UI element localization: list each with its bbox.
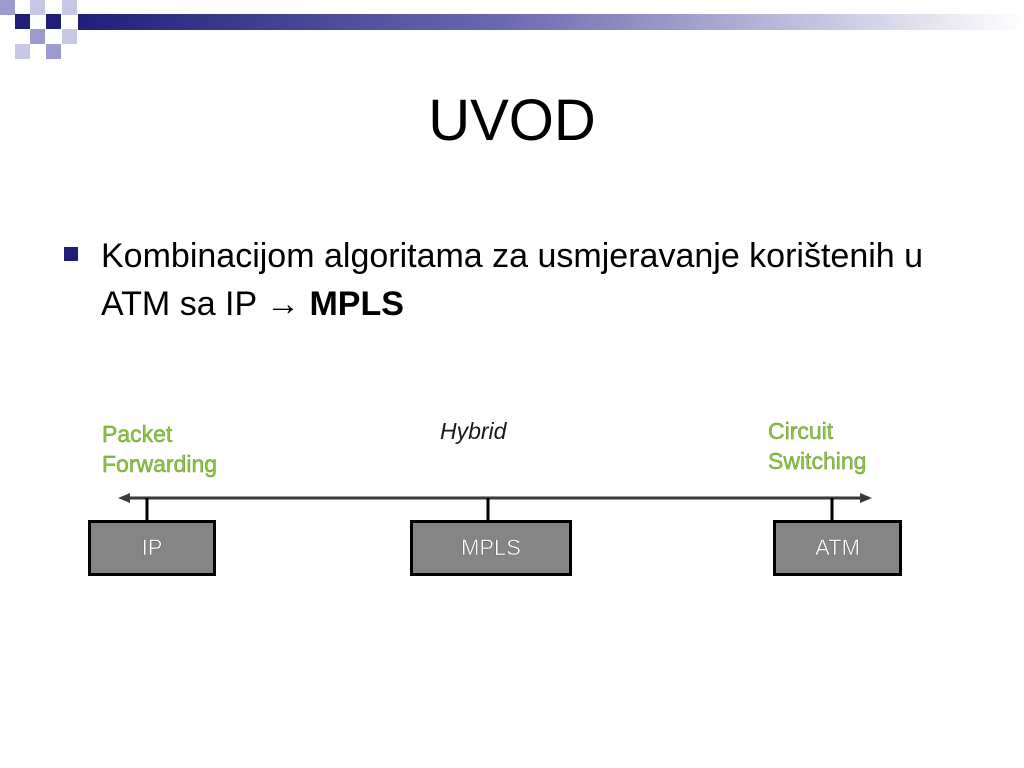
header-square [62,0,77,15]
square-bullet-icon [64,247,78,261]
hybrid-label: Hybrid [440,418,507,444]
header-square [15,14,30,29]
atm-box: ATM [773,520,902,576]
header-gradient-band [78,14,1024,30]
mpls-box: MPLS [410,520,572,576]
header-square [30,29,45,44]
header-square [30,0,45,15]
bullet-text-main: Kombinacijom algoritama za usmjeravanje … [101,237,924,323]
circuit-switching-label: Circuit Switching [768,416,867,476]
circuit-switching-label-line1: Circuit [768,418,834,444]
header-square [0,0,15,15]
header-square [46,44,61,59]
left-arrow-icon [118,493,130,503]
right-arrow-icon [860,493,872,503]
circuit-switching-label-line2: Switching [768,448,867,474]
bullet-text: Kombinacijom algoritama za usmjeravanje … [101,232,941,328]
header-square [46,14,61,29]
bullet-text-bold: MPLS [309,285,404,323]
packet-forwarding-label-line1: Packet [102,421,173,447]
header-decoration [0,0,1024,59]
packet-forwarding-label: Packet Forwarding [102,419,217,479]
header-square [15,44,30,59]
ip-box: IP [88,520,216,576]
slide-title: UVOD [428,88,596,153]
header-square [62,29,77,44]
packet-forwarding-label-line2: Forwarding [102,451,218,477]
